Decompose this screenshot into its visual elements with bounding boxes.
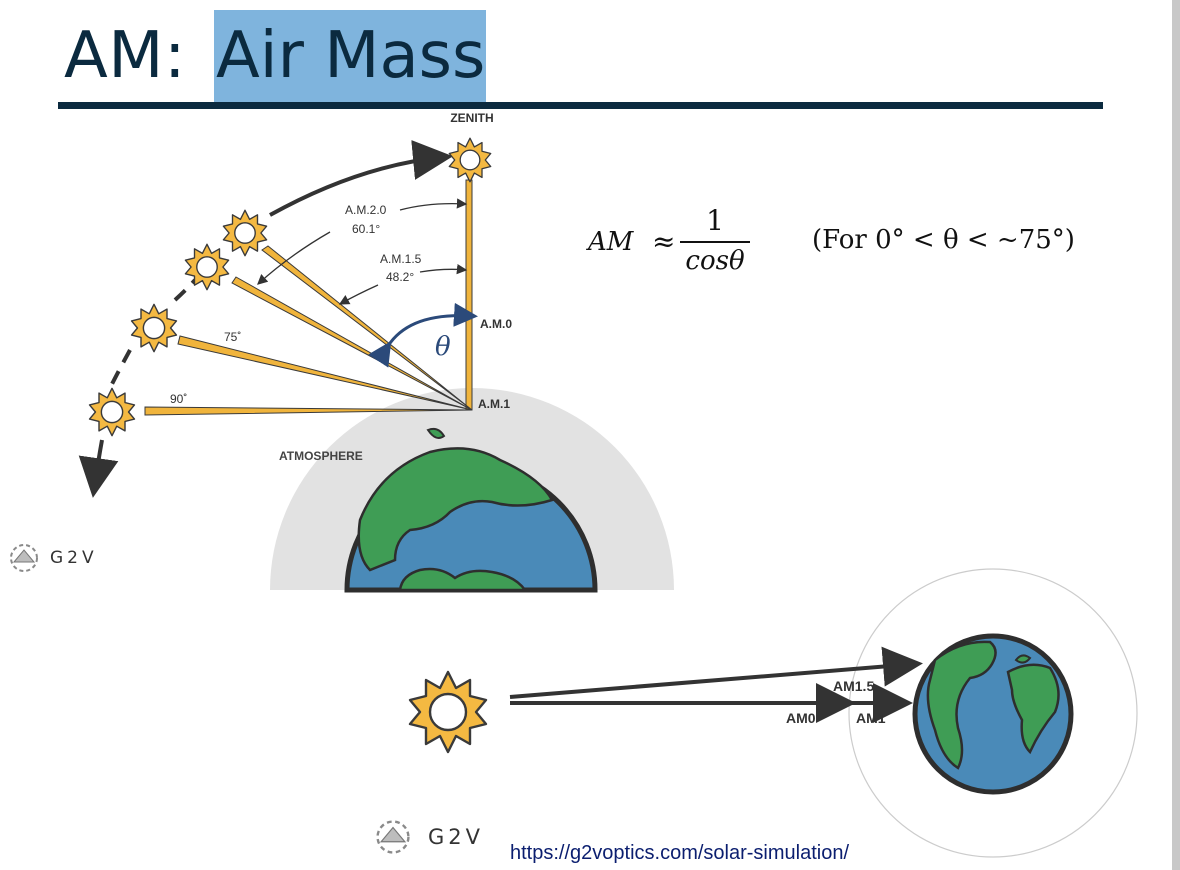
am15-label: A.M.1.5 xyxy=(380,252,422,266)
fraction-bar xyxy=(680,241,750,243)
sun-zenith-icon xyxy=(448,137,492,183)
sun-path-dashes xyxy=(108,349,132,389)
theta-arc-arrow xyxy=(368,302,478,368)
earth-top xyxy=(344,427,598,593)
am1-bottom-label: AM1 xyxy=(856,710,886,726)
formula-fraction: 1 cosθ xyxy=(680,205,750,277)
slide-title: Air Mass xyxy=(216,19,486,93)
sun-bottom-icon xyxy=(408,670,488,754)
sun-path-arrow-down xyxy=(78,439,119,498)
g2v-logo-bottom: G2V xyxy=(374,818,484,856)
zenith-angle-diagram: ZENITH A.M.2.0 60.1° A.M.1.5 48.2° A.M.0… xyxy=(78,111,674,593)
sun-am20-icon xyxy=(222,209,268,257)
atmosphere-label: ATMOSPHERE xyxy=(279,449,363,463)
right-edge-bar xyxy=(1172,0,1180,870)
formula-denominator: cosθ xyxy=(685,246,745,276)
am0-bottom-label: AM0 xyxy=(786,710,816,726)
g2v-logo-icon xyxy=(376,820,410,854)
am0-label: A.M.0 xyxy=(480,317,512,331)
g2v-logo-text-bottom: G2V xyxy=(428,825,484,849)
earth-bottom xyxy=(912,633,1074,795)
theta-symbol: θ xyxy=(435,332,451,362)
am1-label: A.M.1 xyxy=(478,397,510,411)
formula-approx: ≈ xyxy=(652,225,676,258)
sun-90-icon xyxy=(88,387,136,437)
angle-90-label: 90˚ xyxy=(170,392,187,406)
sun-am15-icon xyxy=(184,243,230,291)
g2v-logo-top: G2V xyxy=(8,542,98,574)
title-underline xyxy=(58,102,1103,109)
air-mass-formula: AM ≈ 1 cosθ (For 0° < θ < ~75°) xyxy=(588,205,1108,285)
formula-numerator: 1 xyxy=(706,204,724,237)
am20-label: A.M.2.0 xyxy=(345,203,387,217)
source-url-link[interactable]: https://g2voptics.com/solar-simulation/ xyxy=(510,842,850,864)
formula-condition: (For 0° < θ < ~75°) xyxy=(812,225,1075,255)
g2v-logo-text-top: G2V xyxy=(50,548,98,568)
title-highlight xyxy=(214,10,486,102)
am15-bottom-label: AM1.5 xyxy=(833,678,874,694)
sun-path-arrow-up xyxy=(269,140,453,217)
g2v-logo-icon xyxy=(10,544,38,572)
slide-title-prefix: AM: xyxy=(64,19,187,93)
sun-rays xyxy=(144,179,473,416)
path-length-diagram: AM1.5 AM0 AM1 xyxy=(408,568,1138,858)
formula-lhs: AM xyxy=(588,227,634,257)
angle-482-label: 48.2° xyxy=(386,270,414,284)
zenith-label: ZENITH xyxy=(450,111,493,125)
am15-ray-arrow xyxy=(509,646,923,699)
sun-75-icon xyxy=(130,303,178,353)
angle-601-label: 60.1° xyxy=(352,222,380,236)
angle-75-label: 75˚ xyxy=(224,330,241,344)
